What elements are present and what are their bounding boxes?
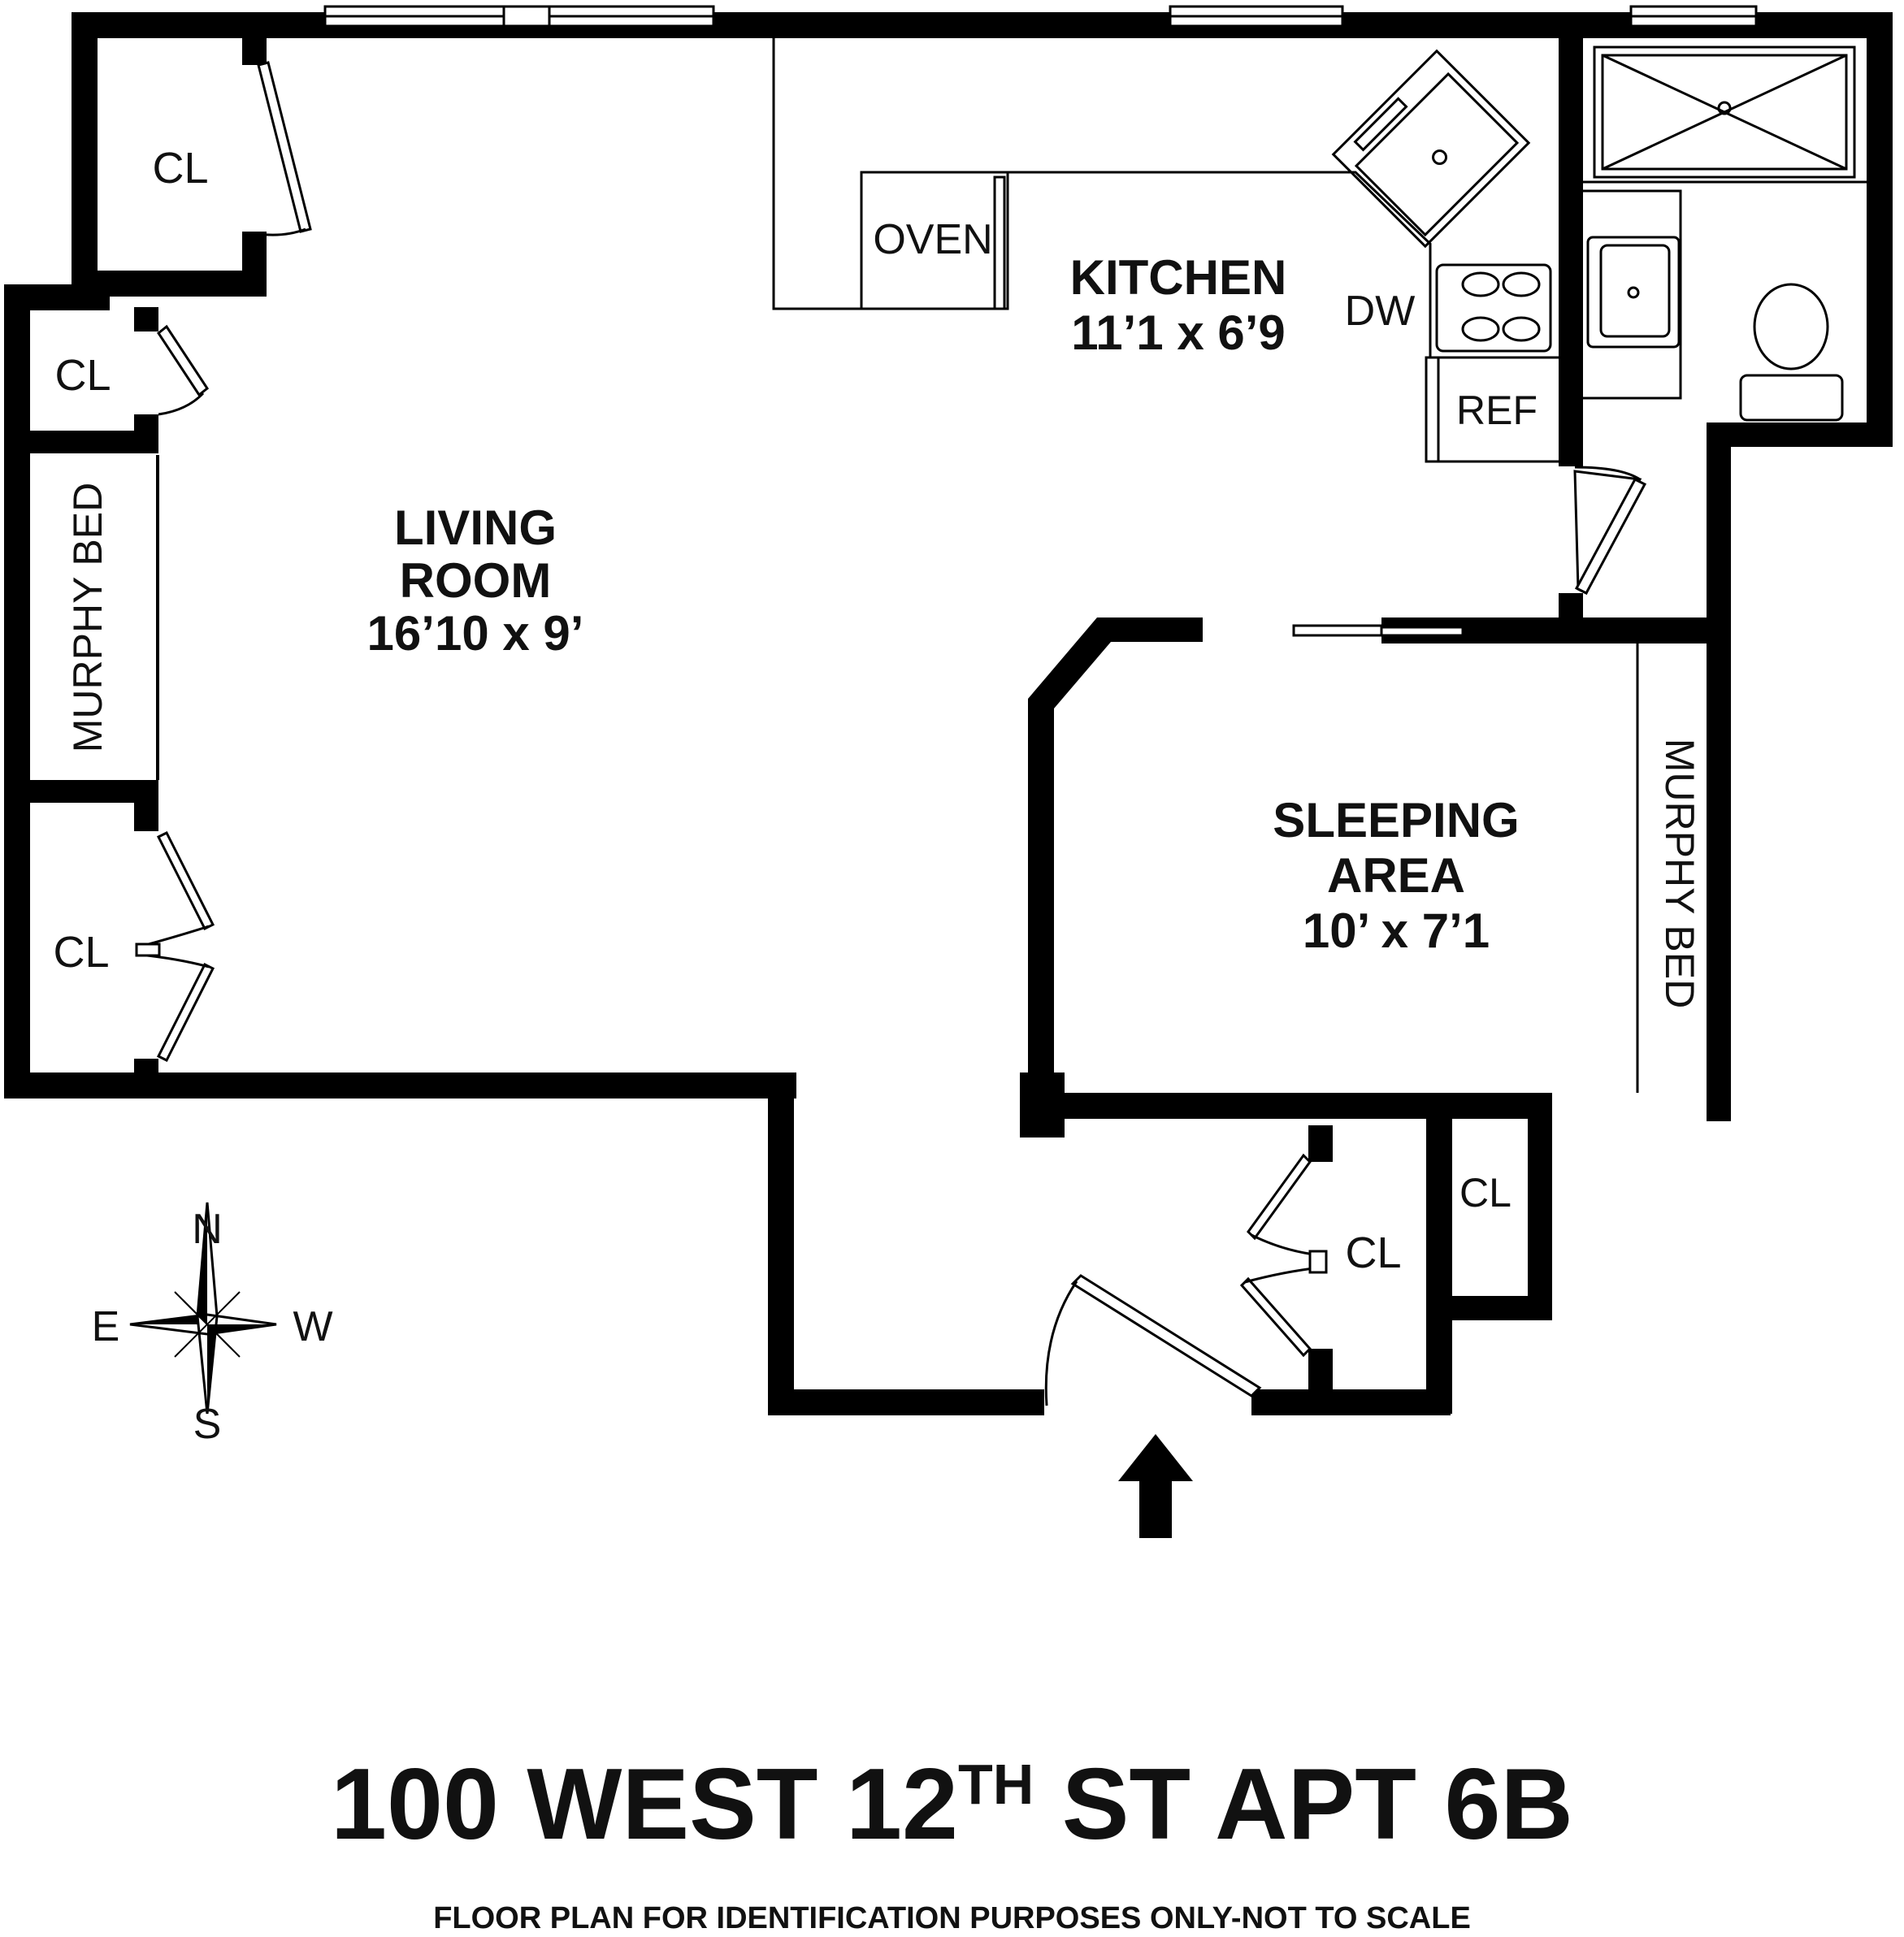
- door-closet2: [156, 324, 210, 397]
- wall-east: [1867, 12, 1893, 447]
- address-title: 100 WEST 12TH ST APT 6B: [0, 1747, 1904, 1862]
- door-closet3-a: [156, 830, 215, 931]
- murphy-bed-sleeping-label: MURPHY BED: [1657, 739, 1702, 1008]
- address-ordinal: TH: [957, 1753, 1034, 1816]
- compass-west: W: [293, 1303, 332, 1350]
- doors: [135, 61, 1647, 1406]
- toilet: [1753, 283, 1829, 370]
- refrigerator-label: REF: [1456, 388, 1538, 433]
- closet-label-3: CL: [53, 928, 109, 977]
- wall-closet4-stub-bottom: [1308, 1349, 1333, 1398]
- sleeping-area-name-2: AREA: [1327, 848, 1465, 903]
- compass-north: N: [192, 1206, 223, 1253]
- address-prefix: 100 WEST 12: [331, 1748, 958, 1861]
- wall-murphy-front: [156, 455, 159, 780]
- bath-sink: [1586, 236, 1681, 349]
- wall-sleeping-east: [1707, 618, 1731, 1121]
- wall-west: [4, 284, 30, 1097]
- kitchen-sink: [1331, 49, 1531, 249]
- bath-fixtures: [1583, 46, 1867, 422]
- wall-entry-east: [1426, 1093, 1452, 1414]
- disclaimer: FLOOR PLAN FOR IDENTIFICATION PURPOSES O…: [433, 1901, 1471, 1935]
- closet-label-4: CL: [1345, 1228, 1401, 1277]
- windows: [323, 5, 1758, 28]
- wall-closet1-stub: [242, 232, 267, 297]
- wall-bath-south: [1707, 422, 1893, 447]
- sleeping-area-size: 10’ x 7’1: [1303, 904, 1490, 958]
- kitchen-counter: [772, 37, 1559, 359]
- compass-rose: [129, 1202, 277, 1415]
- wall-entry-south-right: [1251, 1389, 1451, 1415]
- murphy-bed-living-label: MURPHY BED: [65, 483, 111, 752]
- wall-bath-southwest: [1707, 422, 1731, 634]
- wall-closet5-east: [1528, 1093, 1552, 1320]
- wall-living-south: [4, 1072, 796, 1098]
- kitchen-name: KITCHEN: [1070, 250, 1287, 305]
- wall-closet2-stub-top: [134, 307, 158, 332]
- wall-closet1-stub-top: [242, 36, 267, 65]
- living-room-size: 16’10 x 9’: [367, 606, 584, 661]
- refrigerator: [1425, 356, 1562, 463]
- door-closet4-a: [1247, 1153, 1312, 1241]
- wall-closet5-south: [1426, 1296, 1552, 1320]
- oven-label: OVEN: [873, 216, 992, 263]
- door-sleeping-slide: [1292, 624, 1385, 637]
- door-entrance: [1070, 1274, 1262, 1398]
- living-room-name-2: ROOM: [400, 553, 552, 608]
- door-closet4-b: [1239, 1276, 1312, 1358]
- door-bath: [1574, 478, 1647, 595]
- vanity: [1583, 189, 1682, 400]
- wall-sleeping-south: [1024, 1093, 1552, 1119]
- kitchen-fixtures: [772, 37, 1562, 463]
- wall-closet4-stub-top: [1308, 1125, 1333, 1162]
- door-closet3-b: [156, 962, 215, 1063]
- closet-label-2: CL: [54, 351, 111, 400]
- closet-label-5: CL: [1459, 1170, 1511, 1216]
- wall-closet2-stub-bottom: [134, 414, 158, 447]
- labels: CL CL CL CL CL MURPHY BED MURPHY BED LIV…: [53, 144, 1702, 1448]
- compass-south: S: [193, 1401, 222, 1448]
- sleeping-area-name-1: SLEEPING: [1273, 793, 1519, 847]
- compass-east: E: [92, 1303, 120, 1350]
- address-rest: ST APT 6B: [1034, 1748, 1573, 1861]
- wall-sleeping-chamfer: [1028, 618, 1203, 708]
- entry-arrow: [1118, 1434, 1193, 1538]
- wall-sleeping-west: [1028, 699, 1054, 1113]
- dishwasher-label: DW: [1345, 288, 1416, 335]
- kitchen-size: 11’1 x 6’9: [1071, 306, 1286, 360]
- wall-west-top: [4, 284, 110, 310]
- closet-label-1: CL: [152, 144, 208, 193]
- cooktop: [1435, 263, 1552, 353]
- wall-closet1-west: [72, 12, 98, 297]
- walls: [4, 12, 1893, 1415]
- oven: [860, 171, 1009, 310]
- wall-bath-stub: [1559, 593, 1583, 626]
- wall-entry-west: [768, 1072, 794, 1414]
- door-closet1: [257, 61, 312, 233]
- wall-entry-south-left: [768, 1389, 1044, 1415]
- shower: [1593, 46, 1856, 179]
- wall-closet3-stub-top: [134, 795, 158, 831]
- living-room-name-1: LIVING: [394, 500, 557, 555]
- wall-kitchen-bath: [1559, 36, 1583, 466]
